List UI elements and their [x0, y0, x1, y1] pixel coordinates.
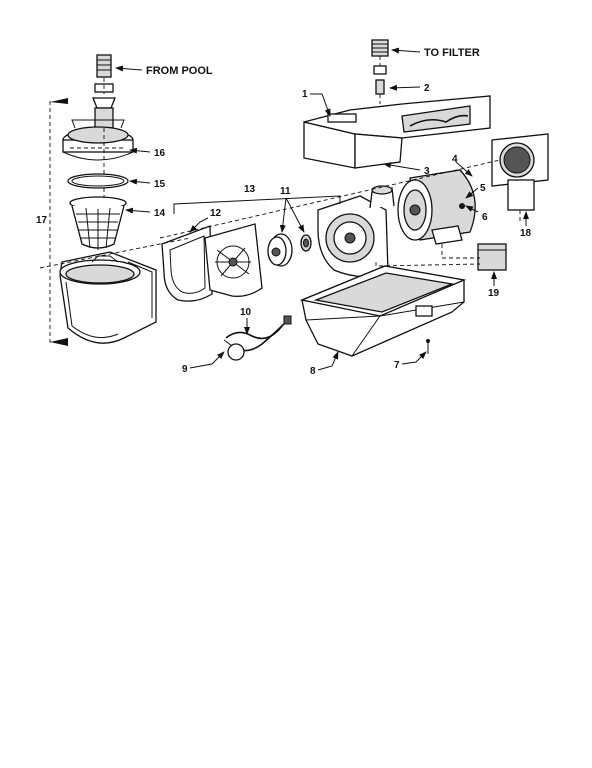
callout-9: 9 [182, 364, 188, 375]
leader-lines [115, 47, 529, 371]
callout-12: 12 [210, 208, 222, 219]
callout-11: 11 [280, 186, 291, 197]
callout-3: 3 [424, 166, 430, 177]
strainer-lid [62, 107, 134, 161]
seal-plate-gasket [161, 225, 213, 302]
motor [397, 169, 476, 245]
capacitor-box [477, 243, 507, 271]
strainer-housing [59, 251, 157, 344]
pump-cover [303, 95, 491, 169]
callout-8: 8 [310, 366, 316, 377]
power-cord [223, 315, 292, 361]
caption-to-filter: TO FILTER [424, 47, 480, 59]
switch-box [491, 133, 549, 211]
assembly-lines [39, 56, 521, 269]
base-screw [426, 339, 430, 354]
callout-7: 7 [394, 360, 400, 371]
callout-1: 1 [302, 89, 308, 100]
impeller [267, 233, 312, 267]
callout-15: 15 [154, 179, 166, 190]
pump-volute-body [317, 185, 395, 278]
o-ring [67, 173, 129, 189]
bracket-17 [49, 98, 68, 346]
callout-19: 19 [488, 288, 500, 299]
pump-base [299, 265, 467, 357]
callout-13: 13 [244, 184, 256, 195]
callout-5: 5 [480, 183, 486, 194]
callout-6: 6 [482, 212, 488, 223]
callout-14: 14 [154, 208, 166, 219]
hose-fitting-to-filter [371, 39, 389, 95]
diffuser [204, 223, 263, 297]
callout-2: 2 [424, 83, 430, 94]
callout-18: 18 [520, 228, 532, 239]
callout-17: 17 [36, 215, 48, 226]
callout-10: 10 [240, 307, 252, 318]
callout-4: 4 [452, 154, 458, 165]
strainer-basket [69, 196, 127, 250]
callout-16: 16 [154, 148, 166, 159]
caption-from-pool: FROM POOL [146, 65, 213, 77]
